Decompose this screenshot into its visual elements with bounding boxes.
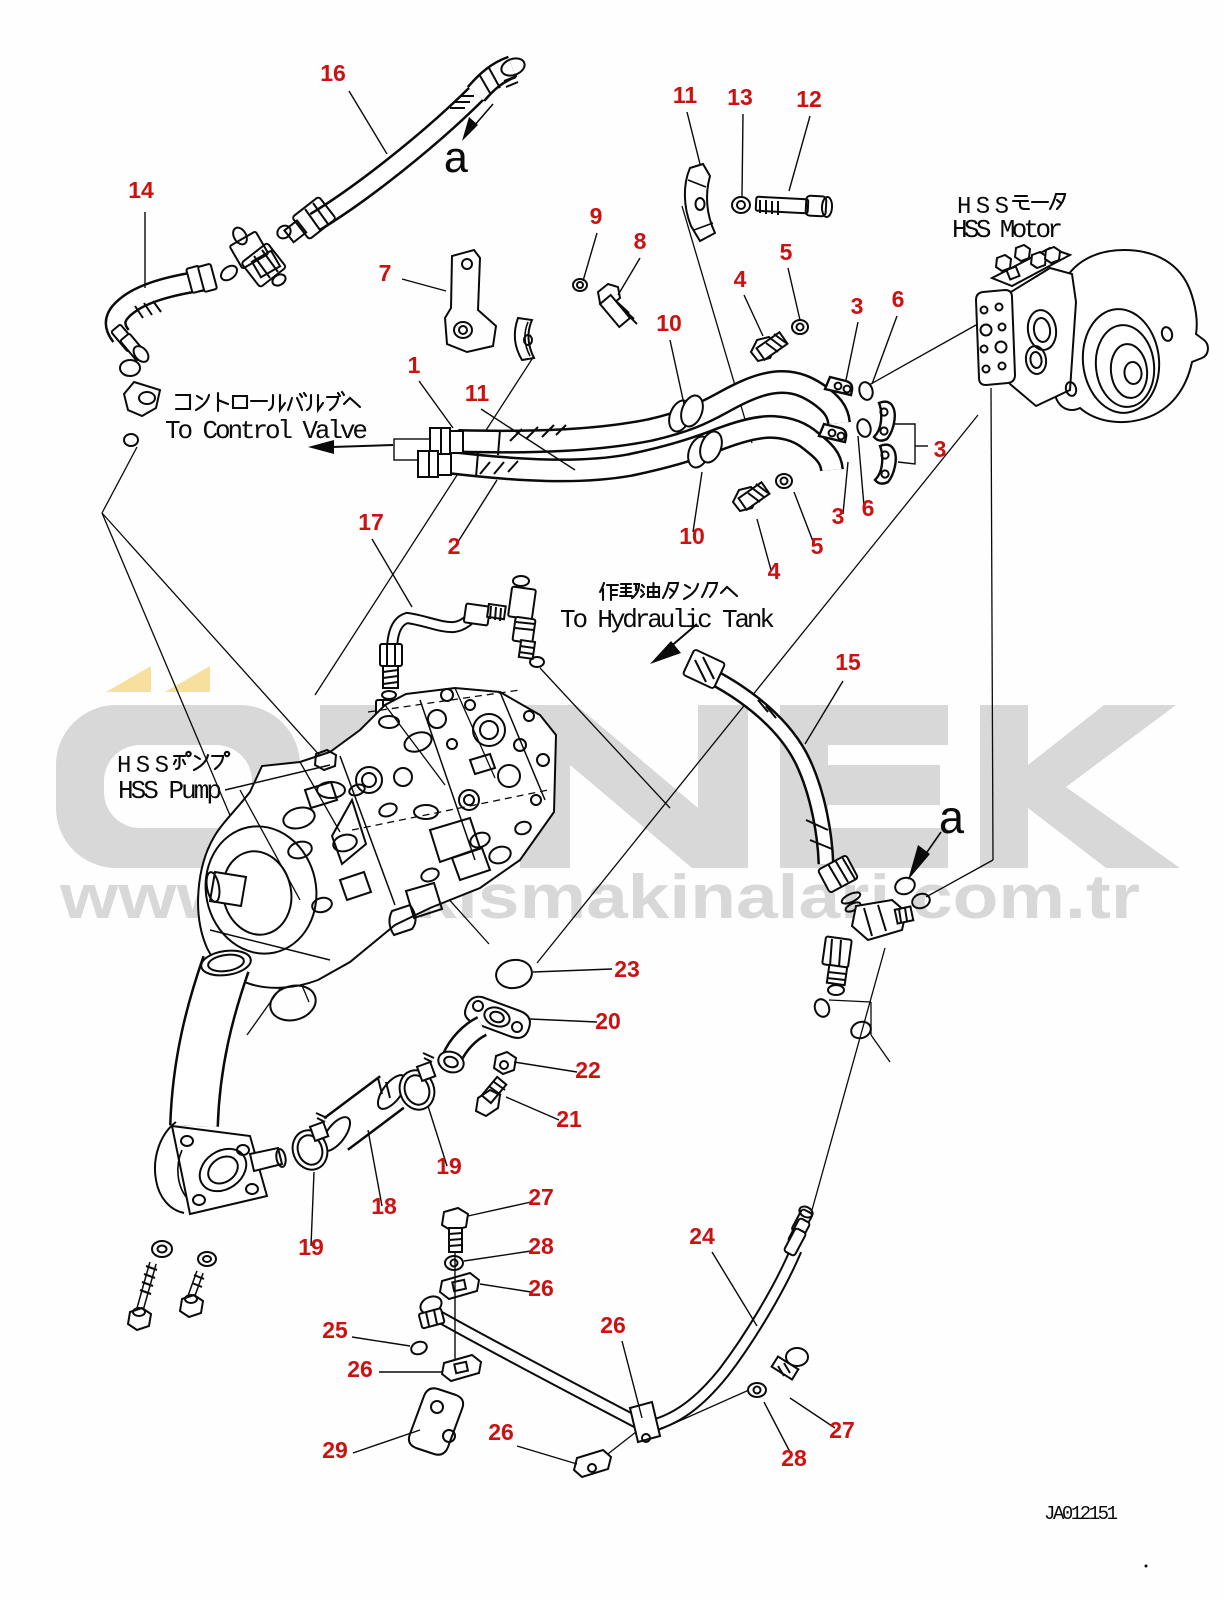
svg-text:12: 12 [796, 86, 822, 112]
svg-text:26: 26 [488, 1419, 514, 1445]
svg-text:16: 16 [320, 60, 346, 86]
svg-text:11: 11 [465, 380, 490, 406]
svg-text:8: 8 [634, 228, 647, 254]
svg-text:26: 26 [600, 1312, 626, 1338]
svg-text:a: a [938, 795, 966, 847]
svg-text:HSS Motor: HSS Motor [952, 215, 1063, 245]
svg-text:10: 10 [656, 310, 682, 336]
svg-text:15: 15 [835, 649, 861, 675]
svg-text:1: 1 [408, 352, 421, 378]
svg-text:28: 28 [528, 1233, 554, 1259]
svg-text:10: 10 [679, 523, 705, 549]
svg-text:HSS Pump: HSS Pump [118, 776, 222, 806]
svg-text:23: 23 [614, 956, 640, 982]
svg-text:To Hydraulic Tank: To Hydraulic Tank [560, 605, 775, 635]
svg-text:7: 7 [379, 260, 392, 286]
svg-text:HSS: HSS [957, 194, 1009, 221]
svg-text:5: 5 [780, 239, 793, 265]
svg-text:6: 6 [862, 495, 875, 521]
svg-text:27: 27 [528, 1184, 554, 1210]
svg-text:14: 14 [128, 177, 154, 203]
svg-text:19: 19 [436, 1153, 462, 1179]
svg-text:4: 4 [768, 558, 781, 584]
svg-text:17: 17 [358, 509, 384, 535]
svg-text:JA012151: JA012151 [1044, 1503, 1118, 1525]
svg-text:9: 9 [590, 203, 603, 229]
svg-text:27: 27 [829, 1417, 855, 1443]
svg-text:13: 13 [727, 84, 753, 110]
svg-text:24: 24 [689, 1223, 715, 1249]
svg-text:25: 25 [322, 1317, 348, 1343]
svg-text:21: 21 [556, 1106, 582, 1132]
svg-text:5: 5 [811, 533, 824, 559]
svg-text:3: 3 [851, 293, 864, 319]
svg-text:6: 6 [892, 286, 905, 312]
svg-text:19: 19 [298, 1234, 324, 1260]
svg-text:11: 11 [673, 82, 698, 108]
svg-text:2: 2 [448, 533, 461, 559]
svg-text:22: 22 [575, 1057, 601, 1083]
svg-text:3: 3 [934, 436, 947, 462]
svg-text:28: 28 [781, 1445, 807, 1471]
svg-text:4: 4 [734, 266, 747, 292]
svg-text:18: 18 [371, 1193, 397, 1219]
svg-text:To Control Valve: To Control Valve [165, 416, 368, 446]
svg-text:29: 29 [322, 1437, 348, 1463]
svg-text:26: 26 [347, 1356, 373, 1382]
svg-text:26: 26 [528, 1275, 554, 1301]
svg-text:HSS: HSS [117, 753, 169, 780]
svg-text:a: a [443, 136, 469, 186]
svg-text:3: 3 [832, 503, 845, 529]
svg-text:20: 20 [595, 1008, 621, 1034]
